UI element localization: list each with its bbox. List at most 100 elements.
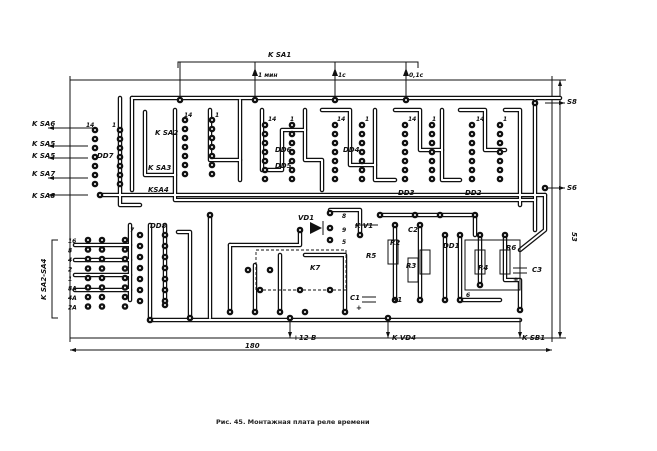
- right-output-arrows: [545, 101, 565, 190]
- label-r3: R3: [406, 262, 416, 270]
- label-c2: C2: [408, 226, 418, 234]
- trace-inner-13: [441, 109, 461, 181]
- solder-pad-hole-147: [289, 317, 291, 319]
- label-ksa1: K SA1: [268, 51, 291, 59]
- solder-pad-hole-164: [329, 289, 331, 291]
- resistor-r3: [407, 257, 419, 283]
- connector-pin-label-1: 16: [68, 238, 76, 245]
- trace-inner-15: [504, 109, 521, 206]
- solder-pad-hole-53: [361, 151, 363, 153]
- label-dd1: DD1: [443, 242, 460, 250]
- solder-pad-hole-36: [291, 124, 293, 126]
- label-vd1: VD1: [298, 214, 314, 222]
- label-r6: R6: [506, 244, 516, 252]
- trace-35: [517, 192, 548, 253]
- solder-pad-hole-162: [247, 269, 249, 271]
- solder-pad-hole-14: [119, 183, 121, 185]
- solder-pad-hole-83: [499, 169, 501, 171]
- solder-pad-hole-154: [519, 309, 521, 311]
- label-pin-14e: 14: [408, 116, 416, 123]
- label-ksa5: K SA5: [32, 140, 55, 148]
- solder-pad-hole-117: [124, 258, 126, 260]
- connector-bracket: [51, 239, 58, 319]
- solder-pad-hole-160: [474, 214, 476, 216]
- trace-inner-1: [119, 97, 141, 206]
- solder-pad-hole-115: [124, 239, 126, 241]
- solder-pad-hole-58: [404, 133, 406, 135]
- solder-pad-hole-134: [359, 234, 361, 236]
- solder-pad-hole-129: [99, 194, 101, 196]
- label-pin-5: 5: [342, 239, 346, 246]
- label-pin-1b: 1: [215, 112, 219, 119]
- solder-pad-hole-88: [139, 267, 141, 269]
- label-r4: R4: [478, 264, 488, 272]
- solder-pad-hole-38: [291, 142, 293, 144]
- solder-pad-hole-108: [101, 248, 103, 251]
- solder-pad-hole-43: [334, 124, 336, 126]
- left-input-arrows: [48, 126, 95, 197]
- solder-pad-hole-92: [164, 234, 166, 236]
- solder-pad-hole-107: [101, 239, 103, 241]
- label-pin-6: 6: [466, 292, 470, 299]
- solder-pad-hole-98: [164, 300, 166, 302]
- solder-pad-hole-119: [124, 277, 126, 279]
- solder-pad-hole-144: [279, 311, 281, 313]
- label-ksa8: K SA8: [32, 192, 55, 200]
- solder-pad-hole-155: [209, 214, 211, 216]
- labels: K SA1 1 мин 1с 0,1с K SA6 K SA5 K SA5 K …: [32, 51, 578, 350]
- solder-pad-hole-10: [119, 147, 121, 149]
- solder-pad-hole-31: [264, 142, 266, 144]
- solder-pad-hole-139: [459, 234, 461, 236]
- label-01s: 0,1с: [409, 72, 424, 79]
- solder-pad-hole-79: [499, 133, 501, 135]
- solder-pad-hole-140: [479, 234, 481, 236]
- solder-pad-hole-124: [254, 99, 256, 101]
- trace-22: [227, 227, 303, 248]
- label-pin-8: 8: [342, 213, 346, 220]
- solder-pad-hole-101: [87, 258, 89, 260]
- trace-inner-35: [519, 194, 546, 251]
- solder-pad-hole-35: [264, 178, 266, 180]
- solder-pad-hole-70: [431, 178, 433, 180]
- solder-pad-hole-60: [404, 151, 406, 153]
- solder-pad-hole-50: [361, 124, 363, 126]
- solder-pad-hole-74: [471, 151, 473, 153]
- label-ksa-group: K SA2-SA4: [40, 258, 48, 300]
- trace-inner-10: [321, 109, 376, 166]
- solder-pad-hole-138: [444, 234, 446, 236]
- ksa1-bracket: [177, 61, 419, 100]
- trace-inner-26: [304, 254, 346, 313]
- solder-pad-hole-94: [164, 256, 166, 258]
- label-pin-7: 7: [130, 227, 135, 234]
- trace-inner-27: [329, 209, 361, 236]
- solder-pad-hole-137: [419, 224, 421, 226]
- solder-pad-hole-95: [164, 267, 166, 269]
- label-dd2: DD2: [465, 189, 482, 197]
- label-c3-plus: +: [513, 276, 519, 284]
- trace-inner-11: [374, 109, 396, 181]
- solder-pad-hole-4: [94, 156, 96, 158]
- solder-pad-hole-71: [471, 124, 473, 126]
- solder-pad-hole-120: [124, 286, 126, 289]
- solder-pad-hole-59: [404, 142, 406, 144]
- solder-pad-hole-62: [404, 169, 406, 171]
- trace-inner-8: [261, 109, 306, 171]
- solder-pad-hole-123: [179, 99, 181, 101]
- trace-inner-4: [144, 111, 176, 176]
- trace-11: [372, 107, 398, 183]
- solder-pad-hole-86: [139, 245, 141, 247]
- trace-13: [439, 107, 463, 183]
- solder-pad-hole-63: [404, 178, 406, 180]
- solder-pad-hole-72: [471, 133, 473, 135]
- trace-20: [175, 229, 193, 321]
- solder-pad-hole-41: [291, 169, 293, 171]
- solder-pad-hole-21: [184, 173, 186, 175]
- label-r2: R2: [390, 239, 400, 247]
- solder-pad-hole-110: [101, 267, 103, 270]
- solder-pad-hole-113: [101, 296, 103, 298]
- label-pin-14f: 14: [476, 116, 484, 123]
- solder-pad-hole-39: [291, 151, 293, 153]
- label-c1: C1: [350, 294, 360, 302]
- connector-pin-label-3: 4: [68, 257, 72, 264]
- solder-pad-hole-81: [499, 151, 501, 153]
